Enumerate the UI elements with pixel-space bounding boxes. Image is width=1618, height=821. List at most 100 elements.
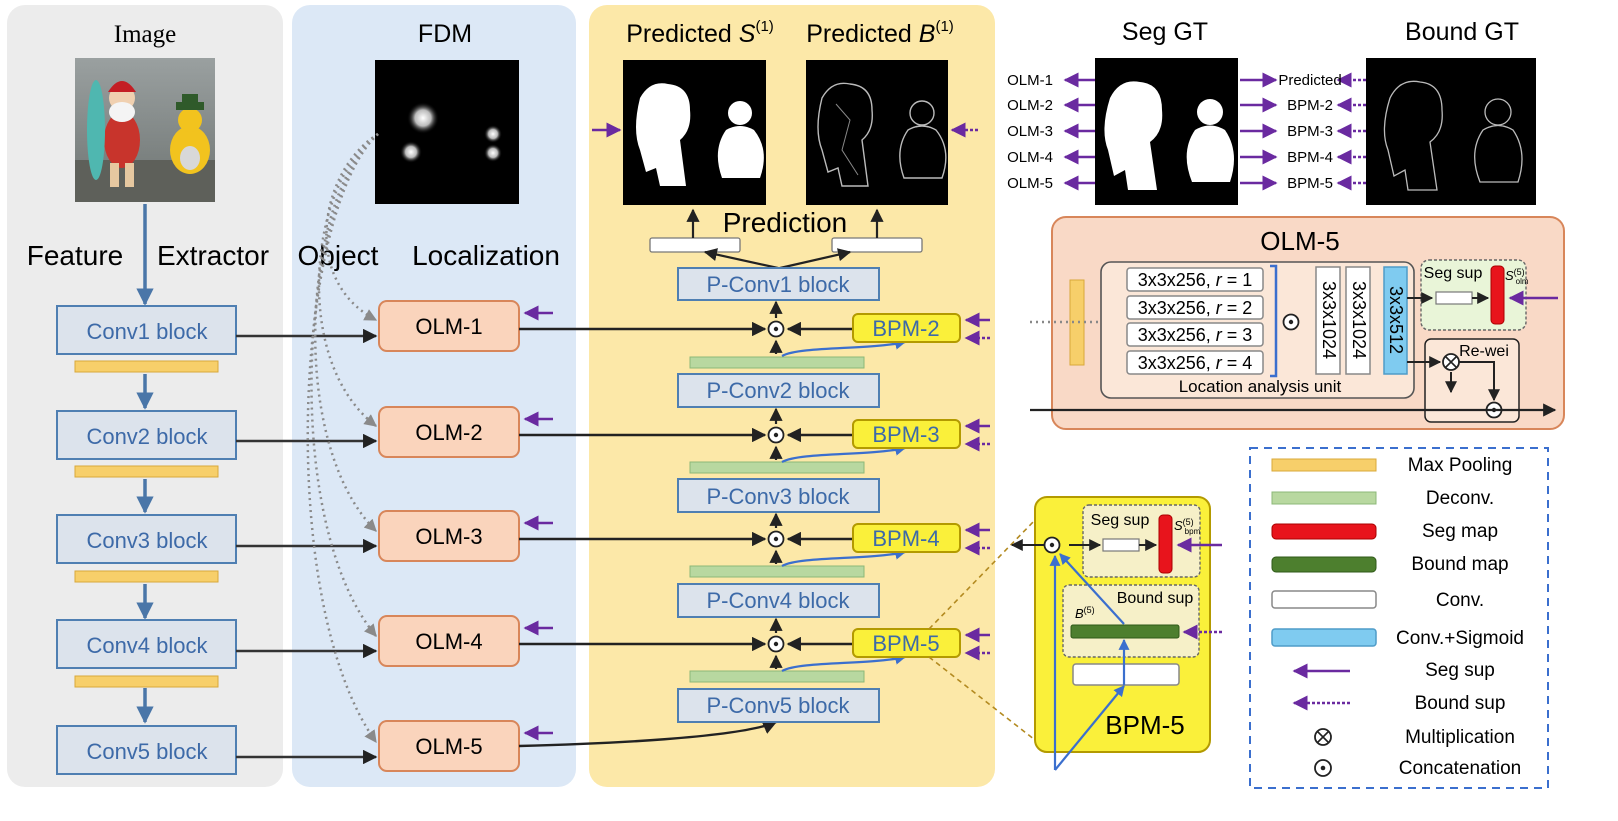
svg-text:P-Conv3 block: P-Conv3 block — [706, 484, 850, 509]
gt-right-label: BPM-5 — [1287, 175, 1333, 192]
svg-text:BPM-2: BPM-2 — [872, 316, 939, 341]
svg-text:P-Conv1 block: P-Conv1 block — [706, 272, 850, 297]
gt-right-label: BPM-3 — [1287, 123, 1333, 140]
svg-text:Conv4 block: Conv4 block — [86, 633, 208, 658]
olm-1: OLM-1 — [378, 300, 520, 352]
svg-text:3x3x256, r = 1: 3x3x256, r = 1 — [1138, 270, 1253, 290]
bpm5-detail: Seg sup S(5)bpm Bound sup B(5) BPM-5 — [1010, 496, 1222, 771]
svg-text:BPM-5: BPM-5 — [872, 631, 939, 656]
svg-text:Concatenation: Concatenation — [1399, 758, 1522, 779]
p-conv2-block: P-Conv2 block — [677, 356, 880, 408]
svg-text:Bound sup: Bound sup — [1415, 693, 1506, 714]
svg-text:Bound sup: Bound sup — [1117, 590, 1194, 607]
svg-text:Conv5 block: Conv5 block — [86, 739, 208, 764]
gt-right-label: BPM-2 — [1287, 97, 1333, 114]
stage-feature-label: Feature — [27, 240, 124, 271]
legend: Max Pooling Deconv. Seg map Bound map Co… — [1249, 447, 1549, 789]
svg-text:OLM-4: OLM-4 — [415, 629, 482, 654]
conv2-block: Conv2 block — [56, 410, 237, 478]
stage-localization-label: Localization — [412, 240, 560, 271]
olm5-title: OLM-5 — [1260, 226, 1339, 256]
svg-text:Bound map: Bound map — [1411, 554, 1508, 575]
gt-left-label: OLM-2 — [1007, 97, 1053, 114]
svg-text:OLM-2: OLM-2 — [415, 420, 482, 445]
olm5-detail: OLM-5 3x3x256, r = 1 3x3x256, r = 2 3x3x… — [1030, 216, 1565, 430]
seg-gt-labels: OLM-1 OLM-2 OLM-3 OLM-4 OLM-5 Predicted … — [1007, 72, 1342, 192]
legend-item-seg-sup: Seg sup — [1292, 660, 1495, 681]
svg-text:Seg sup: Seg sup — [1091, 512, 1150, 529]
svg-text:3x3x1024: 3x3x1024 — [1319, 281, 1339, 359]
bpm-5: BPM-5 — [852, 628, 961, 658]
svg-text:S(5)olm: S(5)olm — [1505, 267, 1529, 286]
olm-to-concat-lines — [518, 321, 778, 748]
svg-text:3x3x256, r = 2: 3x3x256, r = 2 — [1138, 298, 1253, 318]
bpm-3: BPM-3 — [852, 419, 961, 449]
svg-text:Seg map: Seg map — [1422, 521, 1498, 542]
predicted-b-map — [806, 60, 948, 205]
stage-object-label: Object — [298, 240, 379, 271]
olm-5: OLM-5 — [378, 720, 520, 772]
gt-right-label: BPM-4 — [1287, 149, 1333, 166]
svg-text:BPM-4: BPM-4 — [872, 526, 939, 551]
stage-extractor-label: Extractor — [157, 240, 269, 271]
stage-prediction-label: Prediction — [723, 207, 848, 238]
bound-gt-title: Bound GT — [1405, 18, 1519, 46]
svg-text:Conv1 block: Conv1 block — [86, 319, 208, 344]
p-conv4-block: P-Conv4 block — [677, 565, 880, 618]
svg-text:P-Conv4 block: P-Conv4 block — [706, 588, 850, 613]
bpm5-detail-title: BPM-5 — [1105, 710, 1184, 740]
location-analysis-unit-label: Location analysis unit — [1179, 377, 1342, 396]
legend-item-seg-map: Seg map — [1271, 521, 1498, 542]
svg-text:Seg sup: Seg sup — [1424, 265, 1483, 282]
legend-item-bound-sup: Bound sup — [1292, 693, 1506, 714]
legend-item-concatenation: Concatenation — [1314, 758, 1522, 779]
seg-gt-map — [1095, 58, 1238, 205]
svg-text:P-Conv5 block: P-Conv5 block — [706, 693, 850, 718]
svg-text:Conv.: Conv. — [1436, 590, 1484, 611]
p-conv1-block: P-Conv1 block — [677, 267, 880, 301]
seg-gt-title: Seg GT — [1122, 18, 1208, 46]
input-photo — [75, 58, 215, 202]
legend-item-multiplication: Multiplication — [1314, 727, 1515, 748]
svg-text:Max Pooling: Max Pooling — [1408, 455, 1513, 476]
svg-text:BPM-3: BPM-3 — [872, 422, 939, 447]
conv1-block: Conv1 block — [56, 305, 237, 373]
svg-text:Conv.+Sigmoid: Conv.+Sigmoid — [1396, 628, 1524, 649]
svg-text:B(5): B(5) — [1075, 605, 1095, 621]
bpm-4: BPM-4 — [852, 523, 961, 553]
p-conv3-block: P-Conv3 block — [677, 461, 880, 513]
gt-left-label: OLM-4 — [1007, 149, 1053, 166]
predicted-s-title: Predicted S(1) — [626, 18, 774, 48]
svg-text:OLM-3: OLM-3 — [415, 524, 482, 549]
predicted-b-title: Predicted B(1) — [806, 18, 954, 48]
fdm-map — [375, 60, 519, 204]
olm-2: OLM-2 — [378, 406, 520, 458]
svg-text:Deconv.: Deconv. — [1426, 488, 1494, 509]
concat-nodes — [767, 300, 785, 669]
gt-left-label: OLM-1 — [1007, 72, 1053, 89]
svg-text:Re-wei: Re-wei — [1459, 343, 1509, 360]
predicted-s-map — [623, 60, 766, 205]
svg-text:OLM-1: OLM-1 — [415, 314, 482, 339]
olm-blocks: OLM-1 OLM-2 OLM-3 OLM-4 OLM-5 — [378, 300, 553, 772]
legend-item-max-pooling: Max Pooling — [1271, 455, 1513, 476]
bpm-2: BPM-2 — [852, 313, 961, 343]
svg-text:Multiplication: Multiplication — [1405, 727, 1515, 748]
svg-text:3x3x1024: 3x3x1024 — [1349, 281, 1369, 359]
olm-4: OLM-4 — [378, 615, 520, 667]
gt-right-label: Predicted — [1278, 72, 1341, 89]
svg-text:S(5)bpm: S(5)bpm — [1174, 517, 1201, 536]
conv-to-olm-arrows — [236, 328, 378, 765]
legend-item-conv: Conv. — [1271, 590, 1484, 611]
fdm-panel-title: FDM — [418, 20, 472, 48]
legend-item-deconv: Deconv. — [1271, 488, 1494, 509]
svg-text:Conv3 block: Conv3 block — [86, 528, 208, 553]
pconv-blocks: P-Conv1 block P-Conv2 block P-Conv3 bloc… — [677, 267, 880, 723]
gt-left-label: OLM-5 — [1007, 175, 1053, 192]
fdm-dotted-arrows — [306, 132, 379, 744]
image-panel-title: Image — [114, 21, 176, 48]
prediction-head — [649, 208, 923, 270]
svg-text:P-Conv2 block: P-Conv2 block — [706, 378, 850, 403]
svg-text:OLM-5: OLM-5 — [415, 734, 482, 759]
